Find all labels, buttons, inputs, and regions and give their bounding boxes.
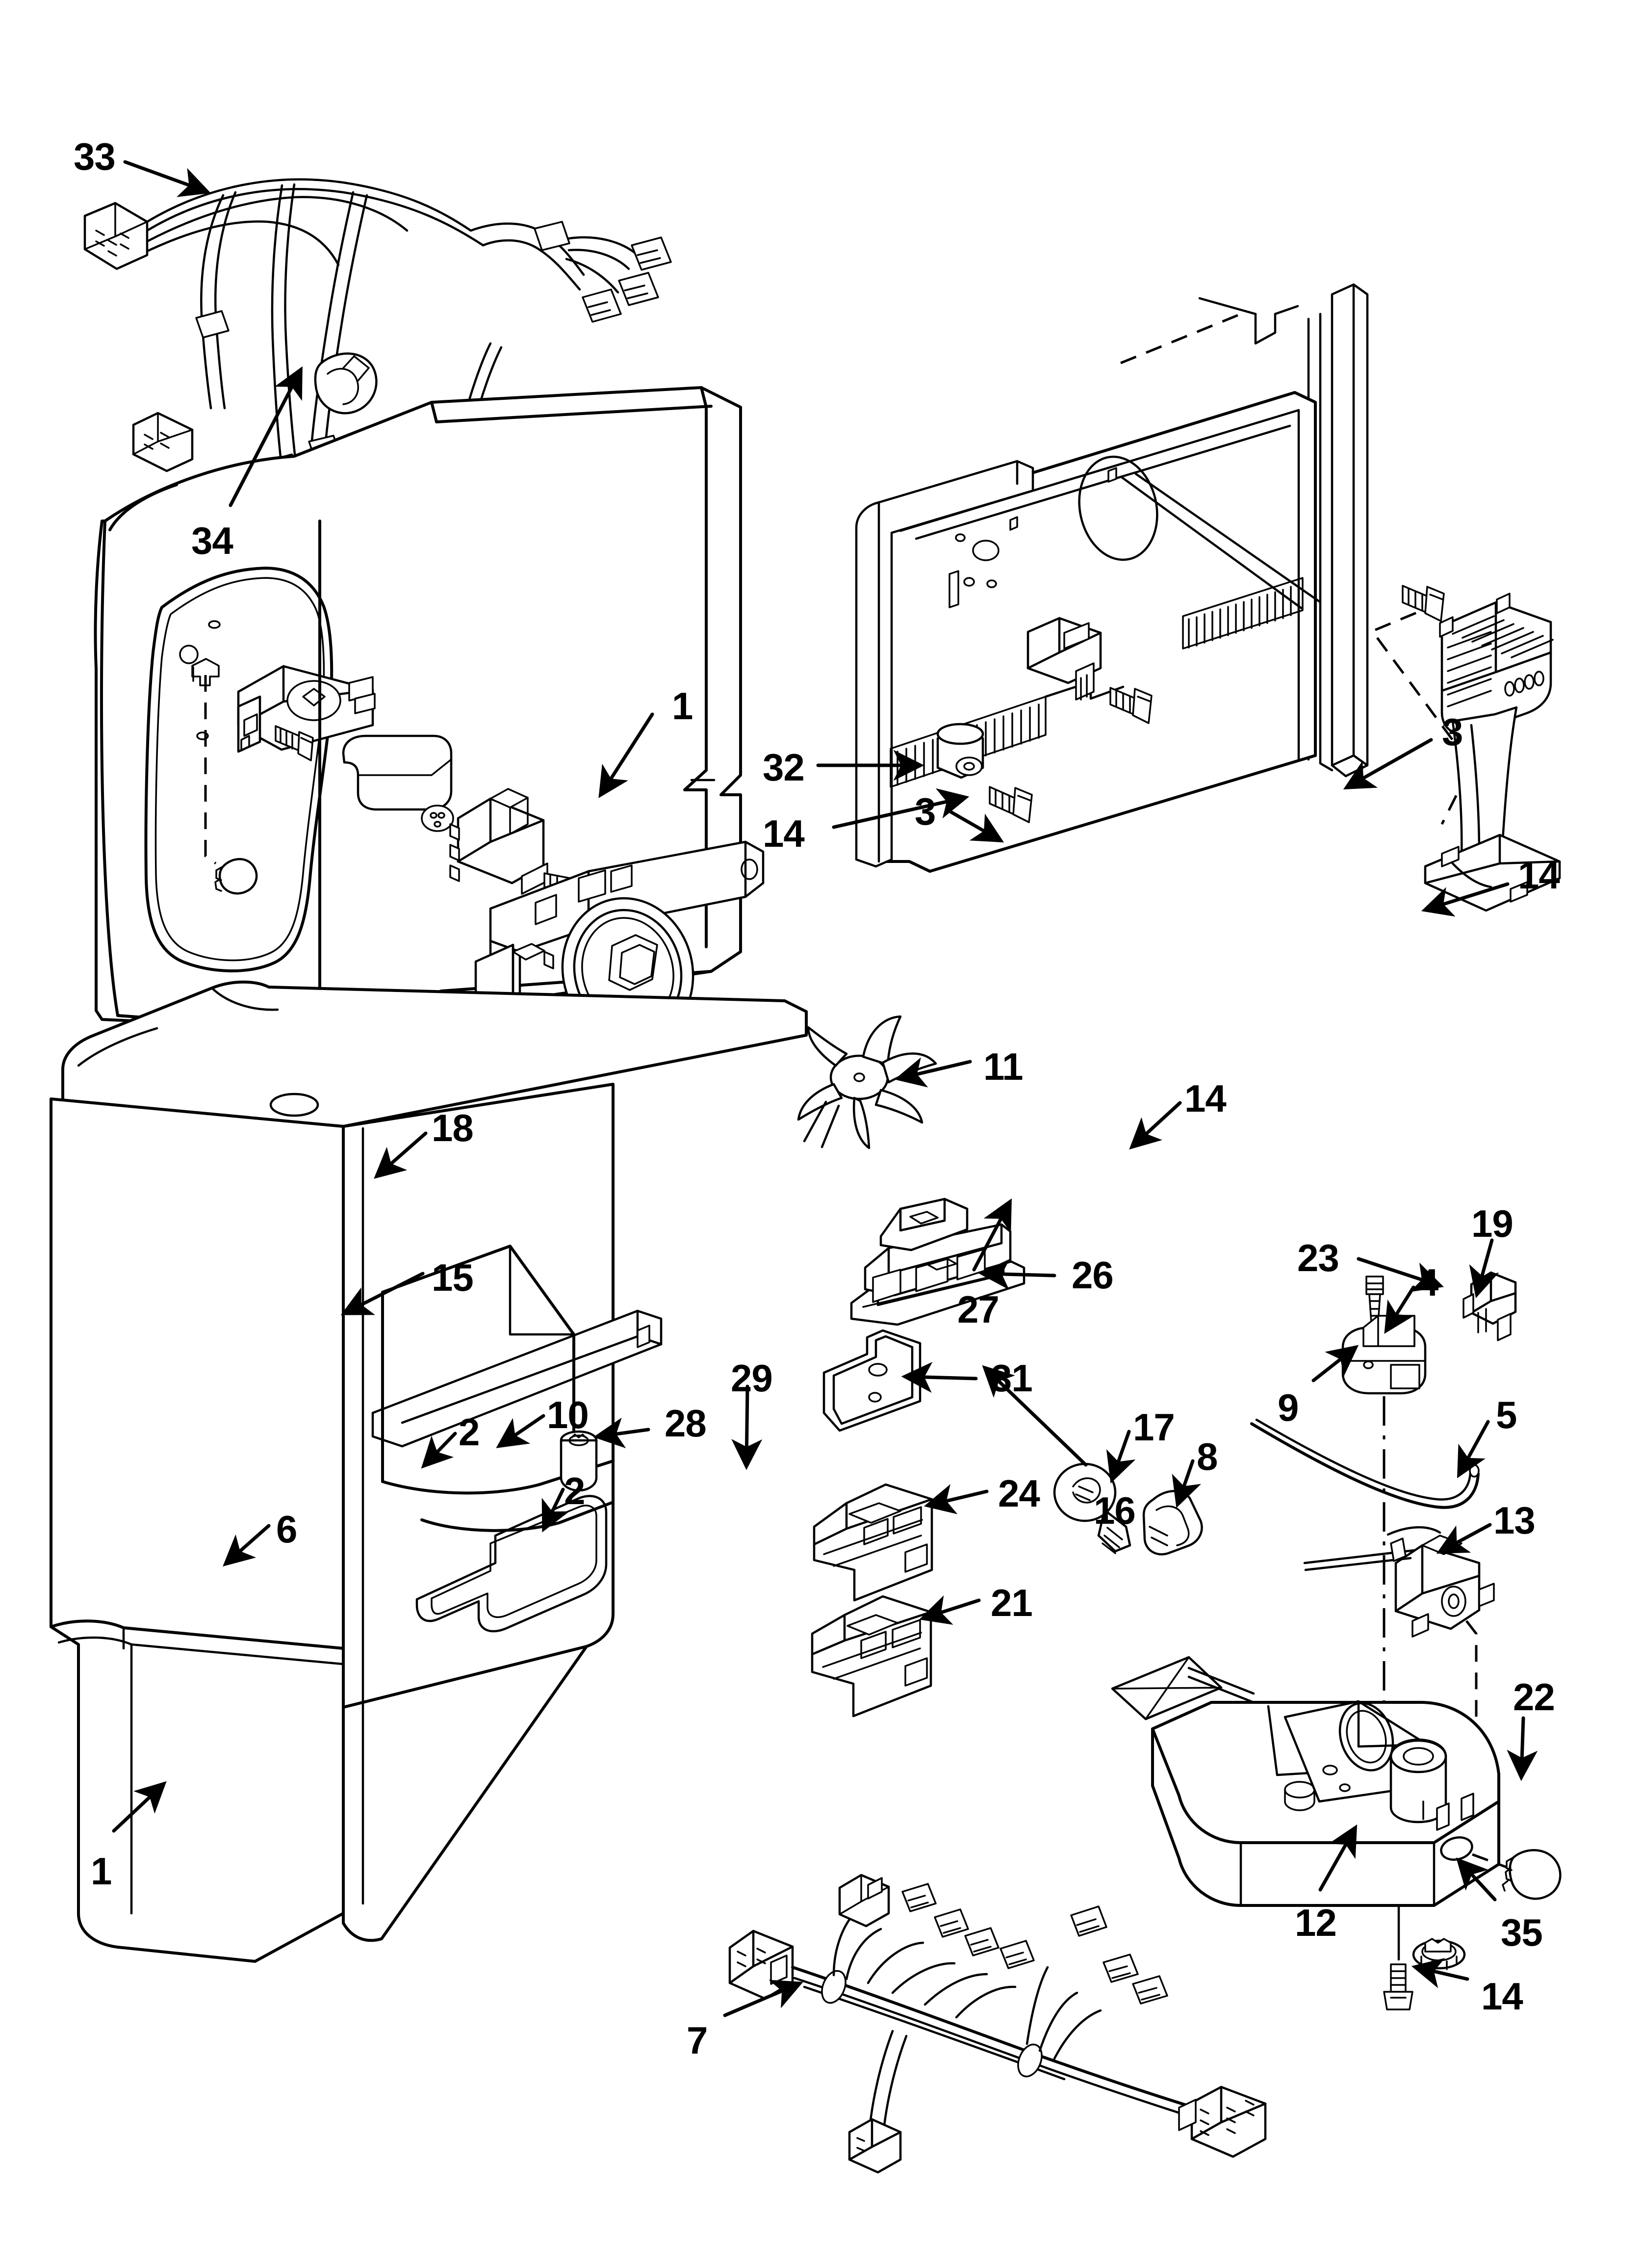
drain-pan-art: [1111, 1656, 1562, 2010]
callout-32: 32: [763, 746, 805, 789]
callout-2-a: 2: [459, 1410, 480, 1454]
callout-31: 31: [991, 1356, 1033, 1400]
spacer-bushing-art: [936, 723, 984, 779]
upper-cabinet-liner-art: [94, 386, 937, 1149]
leveling-roller-bushing-art: [560, 1430, 598, 1492]
callout-14-b: 14: [1518, 854, 1560, 897]
callout-14-a: 14: [763, 812, 805, 855]
grommet-retainer-art: [1412, 1938, 1466, 1970]
callout-9: 9: [1278, 1386, 1299, 1429]
callout-2-b: 2: [564, 1469, 585, 1512]
callout-33: 33: [74, 135, 116, 178]
drain-tube-art: [1250, 1418, 1480, 1509]
air-duct-housing-art: [811, 1595, 932, 1718]
callout-15: 15: [432, 1256, 474, 1299]
callout-7: 7: [687, 2019, 708, 2062]
drain-plug-cap-art: [1502, 1849, 1562, 1900]
callout-1-upper: 1: [672, 684, 693, 728]
screw-hex-head-art-b: [1402, 585, 1445, 622]
damper-control-assembly-art: [1424, 593, 1561, 912]
callout-leaders: [112, 160, 1538, 2017]
callout-16: 16: [1094, 1489, 1136, 1532]
wire-retainer-clip-art: [1462, 1271, 1517, 1341]
callout-24: 24: [998, 1472, 1040, 1515]
callout-34: 34: [191, 519, 233, 562]
callout-19: 19: [1471, 1202, 1514, 1245]
screw-hex-head-art-d: [1383, 1904, 1413, 2010]
callout-18: 18: [432, 1106, 474, 1149]
mounting-plate-art: [822, 1329, 922, 1432]
callout-3-b: 3: [1442, 710, 1463, 754]
callout-4: 4: [1417, 1261, 1438, 1304]
callout-14-d: 14: [1481, 1975, 1523, 2018]
wire-clip-art: [1026, 617, 1102, 701]
wiring-harness-lower-art: [728, 1874, 1267, 2174]
callout-8: 8: [1197, 1435, 1218, 1478]
callout-14-c: 14: [1184, 1077, 1227, 1120]
callout-27: 27: [957, 1288, 1000, 1331]
lower-cabinet-liner-art: [50, 980, 808, 1963]
screw-hex-head-art-c: [1109, 687, 1153, 724]
callout-22: 22: [1513, 1675, 1555, 1719]
air-duct-cover-art: [813, 1483, 933, 1602]
switch-screw-art: [275, 725, 314, 761]
bulb-shield-clip-art: [1142, 1490, 1203, 1556]
callout-23: 23: [1297, 1236, 1339, 1279]
callout-10: 10: [547, 1393, 589, 1436]
callout-17: 17: [1133, 1406, 1175, 1449]
screw-hex-head-art-a: [989, 786, 1033, 823]
callout-11: 11: [983, 1045, 1023, 1088]
callout-5: 5: [1496, 1393, 1517, 1436]
callout-1-lower: 1: [91, 1850, 112, 1893]
callout-26: 26: [1072, 1253, 1114, 1297]
callout-6: 6: [276, 1508, 297, 1551]
callout-13: 13: [1493, 1499, 1536, 1542]
callout-12: 12: [1295, 1901, 1337, 1944]
callout-35: 35: [1501, 1911, 1543, 1954]
light-switch-bracket-art: [237, 665, 376, 753]
overload-relay-art: [1341, 1315, 1427, 1395]
callout-29: 29: [731, 1356, 773, 1400]
evaporator-fan-blade-art: [797, 1015, 937, 1149]
inner-liner-panel-art: [855, 283, 1473, 873]
callout-21: 21: [991, 1581, 1033, 1624]
light-bulb-art: [1053, 1462, 1131, 1554]
defrost-timer-art: [1303, 1526, 1495, 1747]
plug-button-art: [214, 858, 258, 895]
callout-3-a: 3: [915, 790, 936, 833]
callout-28: 28: [665, 1402, 707, 1445]
